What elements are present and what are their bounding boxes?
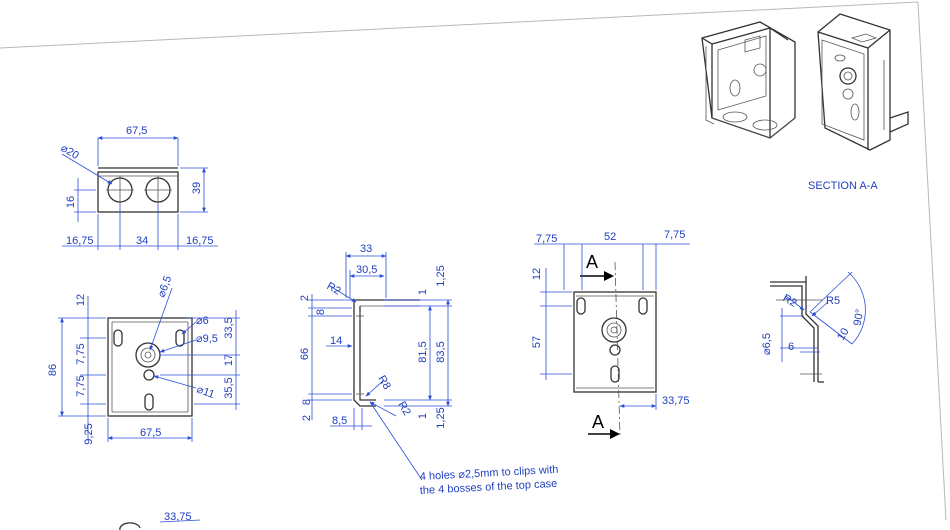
- note-leader: [369, 401, 423, 481]
- dim-front-775a: 7,75: [75, 343, 87, 364]
- dim-side-2a: 2: [299, 295, 311, 301]
- sheet-border-top: [0, 1, 919, 49]
- dim-front-925: 9,25: [83, 423, 95, 444]
- cut-label-top: A: [586, 252, 598, 272]
- dim-back-775r: 7,75: [664, 229, 685, 241]
- dim-front-phi6: ⌀6: [196, 315, 209, 327]
- dim-front-675: 67,5: [140, 427, 161, 439]
- dim-side-85: 8,5: [332, 415, 347, 427]
- back-view: [534, 243, 690, 439]
- dim-back-12: 12: [531, 268, 543, 280]
- dim-detail-90: 90°: [852, 308, 867, 326]
- sheet-border-right: [917, 1, 947, 521]
- front-center-boss: [135, 342, 161, 368]
- top-view: [61, 136, 218, 250]
- cut-label-bottom: A: [592, 412, 604, 432]
- dim-side-1a: 1: [417, 289, 429, 295]
- dim-top-left: 16,75: [66, 235, 94, 247]
- dim-front-775b: 7,75: [75, 375, 87, 396]
- dim-detail-phi65: ⌀6,5: [761, 333, 773, 355]
- section-detail: [770, 271, 866, 383]
- dim-side-r2b: R2: [395, 400, 412, 418]
- dim-top-mid: 34: [136, 235, 148, 247]
- dim-front-phi95: ⌀9,5: [196, 333, 218, 345]
- partial-bottom-view: [119, 519, 201, 530]
- cut-arrow-top: [604, 271, 614, 281]
- dim-detail-6: 6: [788, 341, 794, 353]
- dim-side-8a: 8: [315, 309, 327, 315]
- dim-front-86: 86: [47, 364, 59, 376]
- dim-top-width: 67,5: [126, 125, 147, 137]
- dim-front-phi11: ⌀11: [195, 384, 216, 401]
- front-view: [58, 287, 240, 442]
- iso-view-left: [701, 21, 796, 139]
- dim-side-125b: 1,25: [435, 407, 447, 428]
- dim-side-815: 81,5: [417, 341, 429, 362]
- dim-side-835: 83,5: [435, 341, 447, 362]
- dim-side-8b: 8: [301, 399, 313, 405]
- cut-arrow-bottom: [610, 429, 620, 439]
- dim-side-66: 66: [299, 348, 311, 360]
- section-label: SECTION A-A: [808, 180, 878, 192]
- side-view: [308, 252, 452, 430]
- dim-side-r8: R8: [375, 374, 392, 392]
- dim-side-2b: 2: [301, 415, 313, 421]
- dim-detail-10: 10: [835, 326, 852, 343]
- dim-front-phi65: ⌀6,5: [156, 274, 175, 299]
- dim-front-335: 33,5: [223, 317, 235, 338]
- dim-detail-r2: R2: [781, 292, 799, 309]
- iso-view-right: [817, 13, 909, 151]
- dim-front-355: 35,5: [223, 377, 235, 398]
- dim-side-33: 33: [360, 243, 372, 255]
- dim-top-right: 16,75: [186, 235, 214, 247]
- dim-detail-r5: R5: [826, 295, 840, 307]
- dim-side-305: 30,5: [356, 264, 377, 276]
- dim-side-125a: 1,25: [435, 265, 447, 286]
- dim-back-3375: 33,75: [662, 395, 690, 407]
- dim-back-52: 52: [604, 231, 616, 243]
- dim-back-57: 57: [531, 336, 543, 348]
- cut-line: [614, 261, 621, 437]
- dim-bottom-3375: 33,75: [164, 511, 192, 523]
- dim-back-775l: 7,75: [536, 233, 557, 245]
- dim-top-16: 16: [65, 196, 77, 208]
- dim-front-17: 17: [223, 354, 235, 366]
- dim-front-12: 12: [75, 294, 87, 306]
- dim-side-14: 14: [330, 335, 342, 347]
- dim-top-height: 39: [191, 182, 203, 194]
- dim-side-1b: 1: [417, 413, 429, 419]
- dim-side-r2a: R2: [325, 280, 343, 297]
